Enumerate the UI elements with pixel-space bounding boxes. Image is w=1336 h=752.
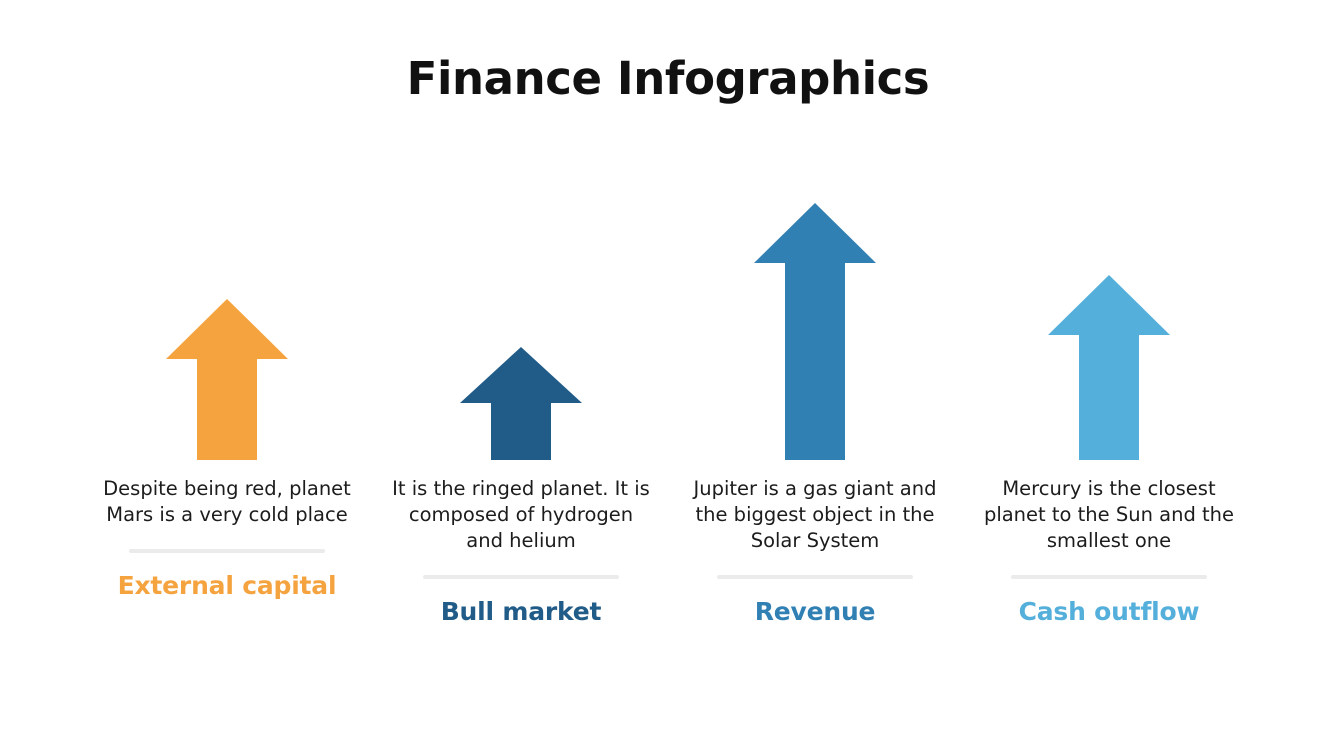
up-arrow-shape bbox=[166, 299, 288, 460]
arrow-area bbox=[668, 170, 962, 460]
column-body-text: Despite being red, planet Mars is a very… bbox=[103, 477, 351, 526]
infographic-column: Despite being red, planet Mars is a very… bbox=[80, 170, 374, 650]
up-arrow-shape bbox=[460, 347, 582, 460]
up-arrow-icon bbox=[166, 299, 288, 460]
divider bbox=[129, 549, 325, 553]
infographic-column: Jupiter is a gas giant and the biggest o… bbox=[668, 170, 962, 650]
divider bbox=[423, 575, 619, 579]
column-label: Bull market bbox=[440, 597, 602, 626]
column-label: Revenue bbox=[754, 597, 876, 626]
column-body-text: Mercury is the closest planet to the Sun… bbox=[983, 477, 1235, 552]
up-arrow-shape bbox=[1048, 275, 1170, 460]
up-arrow-icon bbox=[754, 203, 876, 460]
divider bbox=[1011, 575, 1207, 579]
arrow-area bbox=[80, 170, 374, 460]
column-body-text: Jupiter is a gas giant and the biggest o… bbox=[693, 477, 937, 552]
up-arrow-shape bbox=[754, 203, 876, 460]
infographic-column: Mercury is the closest planet to the Sun… bbox=[962, 170, 1256, 650]
arrow-area bbox=[374, 170, 668, 460]
infographic-column: It is the ringed planet. It is composed … bbox=[374, 170, 668, 650]
column-label: External capital bbox=[117, 571, 337, 600]
up-arrow-icon bbox=[460, 347, 582, 460]
column-label: Cash outflow bbox=[1018, 597, 1200, 626]
up-arrow-icon bbox=[1048, 275, 1170, 460]
infographic-columns: Despite being red, planet Mars is a very… bbox=[0, 170, 1336, 650]
arrow-area bbox=[962, 170, 1256, 460]
page-title: Finance Infographics bbox=[406, 52, 930, 105]
divider bbox=[717, 575, 913, 579]
column-body-text: It is the ringed planet. It is composed … bbox=[392, 477, 650, 552]
